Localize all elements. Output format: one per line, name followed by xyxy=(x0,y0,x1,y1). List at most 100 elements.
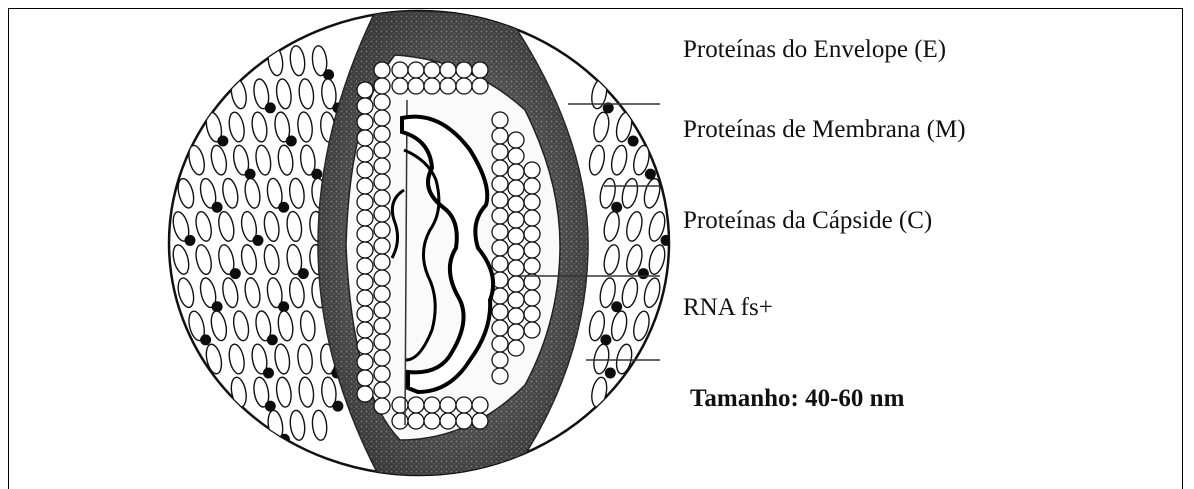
capsid-protein xyxy=(357,354,373,370)
capsid-protein xyxy=(492,304,508,320)
capsid-protein xyxy=(374,158,390,174)
capsid-protein xyxy=(374,78,390,94)
capsid-protein xyxy=(508,244,524,260)
label-capsid-proteins: Proteínas da Cápside (C) xyxy=(683,208,932,233)
capsid-protein xyxy=(524,258,540,274)
membrane-protein xyxy=(603,401,614,412)
membrane-protein xyxy=(628,136,639,147)
capsid-protein xyxy=(357,194,373,210)
capsid-protein xyxy=(492,112,508,128)
capsid-protein xyxy=(492,128,508,144)
capsid-protein xyxy=(408,78,424,94)
capsid-protein xyxy=(524,290,540,306)
capsid-protein xyxy=(440,62,456,78)
capsid-protein xyxy=(524,322,540,338)
capsid-protein xyxy=(524,194,540,210)
membrane-protein xyxy=(332,401,343,412)
capsid-protein xyxy=(524,226,540,242)
capsid-protein xyxy=(424,413,440,429)
capsid-protein xyxy=(357,178,373,194)
capsid-protein xyxy=(472,397,488,413)
capsid-protein xyxy=(408,397,424,413)
capsid-protein xyxy=(374,174,390,190)
membrane-protein xyxy=(298,268,309,279)
capsid-protein xyxy=(374,238,390,254)
capsid-protein xyxy=(424,397,440,413)
membrane-protein xyxy=(212,202,223,213)
capsid-protein xyxy=(374,350,390,366)
membrane-protein xyxy=(286,136,297,147)
capsid-protein xyxy=(492,208,508,224)
capsid-protein xyxy=(357,114,373,130)
capsid-protein xyxy=(357,82,373,98)
capsid-protein xyxy=(374,270,390,286)
capsid-protein xyxy=(492,192,508,208)
capsid-protein xyxy=(357,370,373,386)
capsid-protein xyxy=(357,258,373,274)
capsid-protein xyxy=(456,62,472,78)
capsid-protein xyxy=(524,162,540,178)
label-membrane-proteins: Proteínas de Membrana (M) xyxy=(683,117,966,142)
capsid-protein xyxy=(508,132,524,148)
capsid-protein xyxy=(357,226,373,242)
membrane-protein xyxy=(600,334,611,345)
capsid-protein xyxy=(374,222,390,238)
capsid-protein xyxy=(408,413,424,429)
capsid-protein xyxy=(508,212,524,228)
capsid-protein xyxy=(524,210,540,226)
capsid-protein xyxy=(524,306,540,322)
membrane-protein xyxy=(605,368,616,379)
capsid-protein xyxy=(472,78,488,94)
capsid-protein xyxy=(374,126,390,142)
membrane-protein xyxy=(265,102,276,113)
capsid-protein xyxy=(440,78,456,94)
capsid-protein xyxy=(456,397,472,413)
capsid-protein xyxy=(508,308,524,324)
capsid-protein xyxy=(374,302,390,318)
capsid-protein xyxy=(508,340,524,356)
capsid-protein xyxy=(492,160,508,176)
membrane-protein xyxy=(230,268,241,279)
capsid-protein xyxy=(508,148,524,164)
capsid-protein xyxy=(374,286,390,302)
membrane-protein xyxy=(638,268,649,279)
capsid-protein xyxy=(492,256,508,272)
capsid-protein xyxy=(374,62,390,78)
capsid-protein xyxy=(472,413,488,429)
capsid-protein xyxy=(524,178,540,194)
capsid-protein xyxy=(508,196,524,212)
capsid-protein xyxy=(524,242,540,258)
capsid-protein xyxy=(456,413,472,429)
capsid-protein xyxy=(357,290,373,306)
capsid-protein xyxy=(492,240,508,256)
capsid-protein xyxy=(492,176,508,192)
membrane-protein xyxy=(200,334,211,345)
capsid-protein xyxy=(357,98,373,114)
capsid-protein xyxy=(456,78,472,94)
membrane-protein xyxy=(252,235,263,246)
capsid-protein xyxy=(357,146,373,162)
capsid-protein xyxy=(492,352,508,368)
capsid-protein xyxy=(374,206,390,222)
capsid-protein xyxy=(508,180,524,196)
membrane-protein xyxy=(217,136,228,147)
label-size: Tamanho: 40-60 nm xyxy=(690,386,904,411)
capsid-protein xyxy=(357,338,373,354)
membrane-protein xyxy=(184,235,195,246)
capsid-protein xyxy=(392,78,408,94)
capsid-protein xyxy=(374,94,390,110)
capsid-protein xyxy=(374,366,390,382)
capsid-protein xyxy=(357,210,373,226)
capsid-protein xyxy=(374,382,390,398)
capsid-protein xyxy=(357,242,373,258)
membrane-protein xyxy=(267,334,278,345)
capsid-protein xyxy=(424,78,440,94)
capsid-protein xyxy=(374,190,390,206)
capsid-protein xyxy=(508,164,524,180)
capsid-protein xyxy=(408,62,424,78)
capsid-protein xyxy=(374,110,390,126)
capsid-protein xyxy=(508,228,524,244)
capsid-protein xyxy=(492,224,508,240)
capsid-protein xyxy=(357,130,373,146)
capsid-protein xyxy=(472,62,488,78)
